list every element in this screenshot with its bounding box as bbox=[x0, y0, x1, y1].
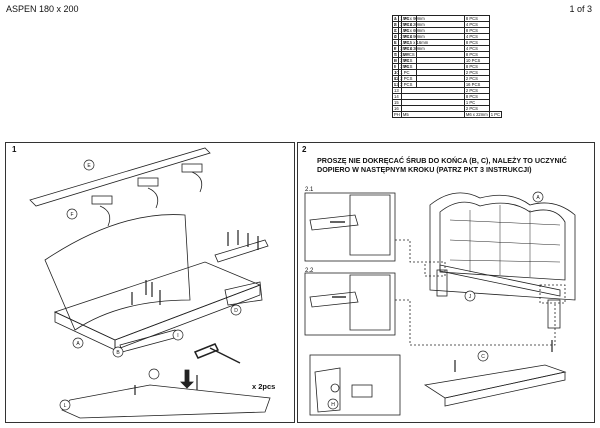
rail-c-drawing bbox=[423, 364, 567, 399]
substep-2-1-label: 2.1 bbox=[305, 187, 314, 193]
callout-f: F bbox=[70, 212, 73, 218]
leg-l-drawing bbox=[61, 384, 271, 419]
quantity-note: x 2pcs bbox=[252, 382, 276, 391]
callout-a: A bbox=[76, 341, 80, 347]
hardware-extra-cell: M5 bbox=[400, 111, 465, 118]
page-number: 1 of 3 bbox=[569, 4, 592, 14]
hardware-extra-cell: 1 PC bbox=[488, 111, 503, 118]
callout-a-headboard: A bbox=[536, 195, 540, 201]
callout-i: I bbox=[177, 333, 178, 339]
step-2-panel bbox=[297, 142, 595, 423]
document-title: ASPEN 180 x 200 bbox=[6, 4, 79, 14]
detail-2-1-frame bbox=[304, 192, 396, 262]
headboard-panel-drawing bbox=[44, 214, 191, 331]
callout-d: D bbox=[234, 308, 238, 314]
hammer-icon bbox=[193, 343, 241, 364]
step-2-instruction: PROSZĘ NIE DOKRĘCAĆ ŚRUB DO KOŃCA (B, C)… bbox=[317, 156, 567, 174]
substep-2-2-label: 2.2 bbox=[305, 268, 314, 274]
bracket-f-drawing bbox=[91, 195, 113, 205]
callout-h: H bbox=[331, 402, 335, 408]
rail-e-drawing bbox=[29, 147, 211, 207]
frame-a-drawing bbox=[53, 261, 262, 341]
callout-e: E bbox=[87, 163, 91, 169]
callout-j: J bbox=[469, 294, 472, 300]
detail-2-3-frame bbox=[309, 354, 401, 416]
step-1-number: 1 bbox=[12, 145, 17, 154]
detail-2-2-frame bbox=[304, 272, 396, 336]
rail-j-drawing bbox=[439, 264, 561, 297]
callout-c: C bbox=[481, 354, 485, 360]
callout-l: L bbox=[64, 403, 67, 409]
step-1-panel bbox=[5, 142, 295, 423]
headboard-drawing bbox=[429, 192, 576, 301]
step-2-number: 2 bbox=[302, 145, 307, 154]
callout-b: B bbox=[116, 350, 120, 356]
